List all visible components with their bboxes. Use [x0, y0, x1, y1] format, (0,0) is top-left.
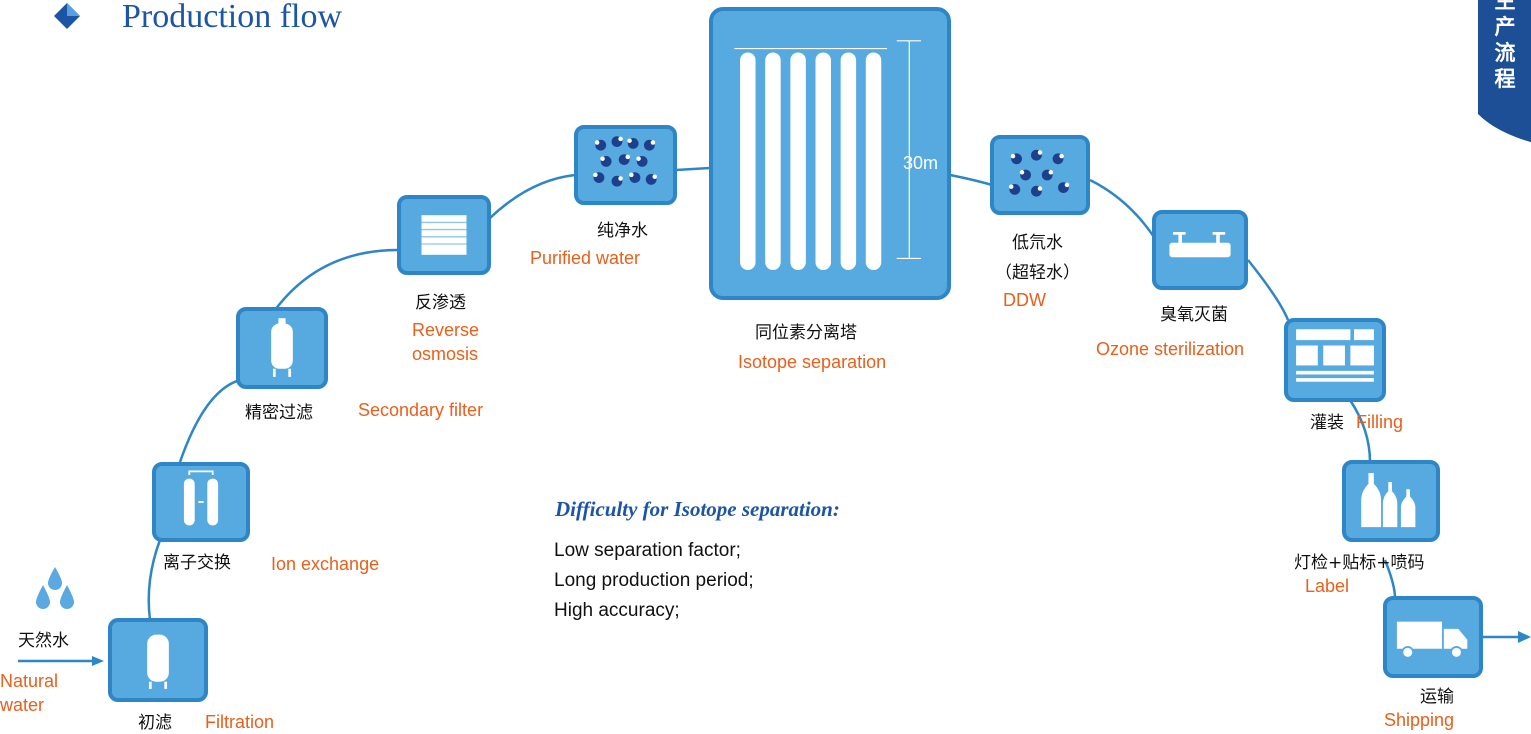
ion-exchange-en-label: Ion exchange — [271, 554, 380, 574]
label-box — [1342, 460, 1440, 542]
ion-exchange-cn-label: 离子交换 — [163, 553, 231, 573]
molecules-icon — [1008, 149, 1070, 197]
filling-en-label: Filling — [1356, 412, 1404, 432]
bottles-icon — [1361, 473, 1416, 528]
label-en-label: Label — [1305, 576, 1350, 596]
ddw-cn-label: 低氘水 — [1012, 233, 1063, 253]
label-cn-label: 灯检+贴标+喷码 — [1294, 553, 1425, 573]
filtration-en-label: Filtration — [205, 712, 275, 732]
ozone-en-label: Ozone sterilization — [1096, 339, 1245, 359]
reverse-osmosis-en-label: Reverse osmosis — [412, 320, 480, 364]
shipping-cn-label: 运输 — [1420, 687, 1454, 707]
section-tab — [1478, 0, 1531, 143]
secondary-filter-box — [236, 307, 328, 389]
page-title: Production flow — [122, 0, 343, 35]
secondary-filter-cn-label: 精密过滤 — [245, 403, 313, 423]
secondary-filter-en-label: Secondary filter — [358, 400, 484, 420]
filling-machine-icon — [1296, 329, 1374, 382]
section-tab-label: 生产流程 — [1494, 0, 1516, 91]
ddw-box — [990, 135, 1090, 215]
tower-icon — [734, 40, 921, 271]
filling-box — [1284, 318, 1386, 402]
ozone-box — [1152, 210, 1248, 290]
difficulty-item: Long production period; — [554, 570, 754, 591]
isotope-separation-box: 30m — [709, 7, 951, 300]
isotope-separation-cn-label: 同位素分离塔 — [755, 323, 857, 343]
filter-tank-icon — [271, 318, 293, 377]
purified-water-box — [574, 125, 677, 205]
ddw-cn-sub-label: （超轻水） — [995, 263, 1080, 283]
tank-icon — [147, 634, 169, 689]
source-cn-label: 天然水 — [18, 631, 69, 651]
shipping-box — [1383, 596, 1483, 678]
filling-cn-label: 灌装 — [1310, 413, 1344, 433]
reverse-osmosis-box — [397, 195, 491, 275]
diamond-bullet-icon — [54, 3, 80, 29]
shipping-en-label: Shipping — [1384, 710, 1455, 730]
difficulty-item: High accuracy; — [554, 600, 680, 621]
truck-icon — [1396, 621, 1468, 659]
ion-columns-icon — [183, 470, 219, 526]
filtration-cn-label: 初滤 — [138, 713, 172, 733]
ozone-tube-icon — [1169, 232, 1231, 258]
difficulty-title: Difficulty for Isotope separation: — [555, 497, 840, 521]
tower-height-label: 30m — [903, 153, 939, 173]
membrane-icon — [421, 215, 467, 255]
molecules-icon — [593, 136, 657, 187]
reverse-osmosis-cn-label: 反渗透 — [415, 293, 466, 313]
water-drops-icon — [36, 567, 74, 609]
difficulty-item: Low separation factor; — [554, 540, 741, 561]
isotope-separation-en-label: Isotope separation — [738, 352, 887, 372]
purified-water-en-label: Purified water — [530, 248, 641, 268]
purified-water-cn-label: 纯净水 — [597, 221, 648, 241]
ddw-en-label: DDW — [1003, 290, 1046, 310]
ion-exchange-box — [152, 462, 250, 542]
ozone-cn-label: 臭氧灭菌 — [1160, 305, 1228, 325]
filtration-box — [108, 618, 208, 702]
source-en-label: Natural water — [0, 671, 59, 715]
